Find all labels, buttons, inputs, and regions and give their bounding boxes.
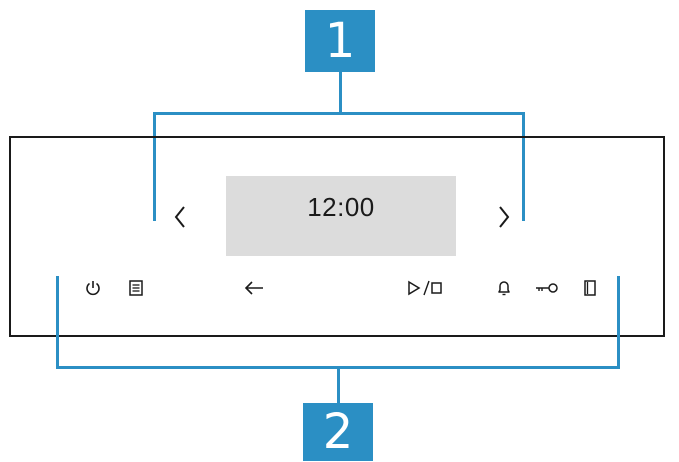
callout-1-bracket-right — [522, 112, 525, 221]
clock-readout: 12:00 — [307, 192, 375, 222]
control-panel — [9, 136, 665, 337]
chevron-right-icon[interactable] — [496, 204, 512, 230]
display-screen: 12:00 — [226, 176, 456, 256]
key-icon[interactable] — [534, 281, 560, 295]
callout-2-stem — [337, 366, 340, 404]
play-stop-icon[interactable] — [407, 280, 443, 296]
back-arrow-icon[interactable] — [243, 280, 265, 296]
power-icon[interactable] — [84, 279, 102, 297]
door-icon[interactable] — [582, 279, 598, 297]
callout-1-bracket-left — [153, 112, 156, 221]
callout-1-bracket-top — [153, 112, 525, 115]
callout-1-label: 1 — [305, 10, 375, 72]
bell-icon[interactable] — [495, 279, 513, 297]
chevron-left-icon[interactable] — [172, 204, 188, 230]
menu-icon[interactable] — [128, 279, 144, 297]
callout-2-label: 2 — [303, 403, 373, 461]
callout-2-bracket-right — [617, 276, 620, 369]
callout-1-stem — [339, 72, 342, 114]
callout-2-bracket-left — [56, 276, 59, 369]
